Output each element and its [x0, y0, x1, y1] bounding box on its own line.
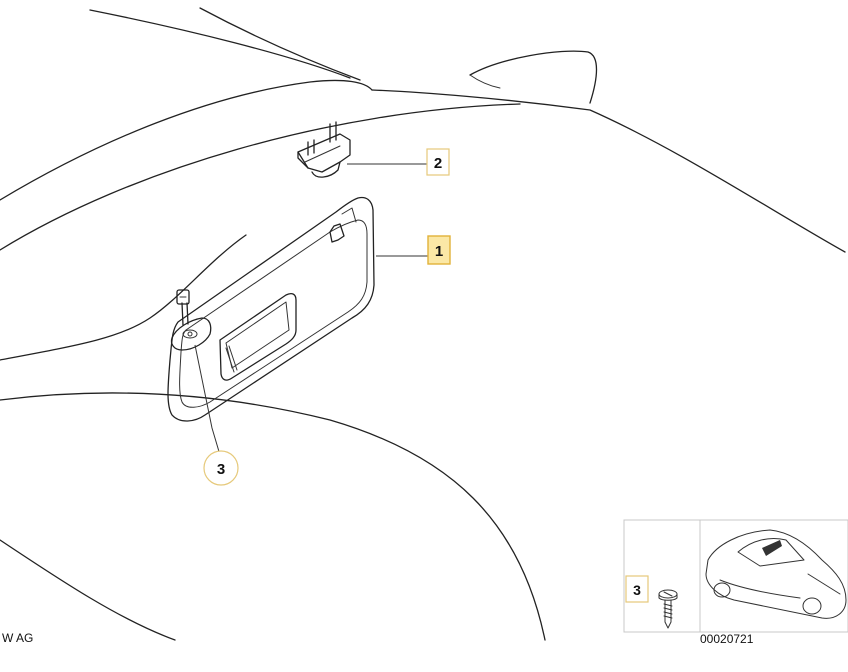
legend-part-number-box: [625, 575, 649, 603]
visor-clip-drawing: [297, 121, 351, 178]
diagram-number: 00020721: [700, 632, 754, 646]
legend-part-number: 3: [633, 582, 641, 598]
copyright-text: W AG: [2, 631, 33, 645]
callout-2-box: [426, 148, 450, 176]
sun-visor-drawing: [167, 196, 375, 422]
callout-3-label: 3: [217, 461, 225, 478]
callout-2-label: 2: [434, 155, 442, 172]
legend-frame: [623, 519, 848, 633]
pivot-mount-drawing: [170, 289, 212, 351]
parts-legend: 3: [623, 519, 848, 633]
callout-3-circle: [203, 450, 239, 486]
car-location-icon: [705, 529, 847, 619]
mirror-mount-outline: [469, 50, 598, 104]
screw-icon: [658, 589, 678, 629]
callout-3[interactable]: 3: [203, 450, 239, 486]
callout-1[interactable]: 1: [427, 235, 451, 265]
callout-1-box: [427, 235, 451, 265]
callout-1-label: 1: [435, 243, 443, 260]
roof-outline: [0, 7, 846, 641]
callout-2[interactable]: 2: [426, 148, 450, 176]
leader-lines: [194, 163, 428, 456]
